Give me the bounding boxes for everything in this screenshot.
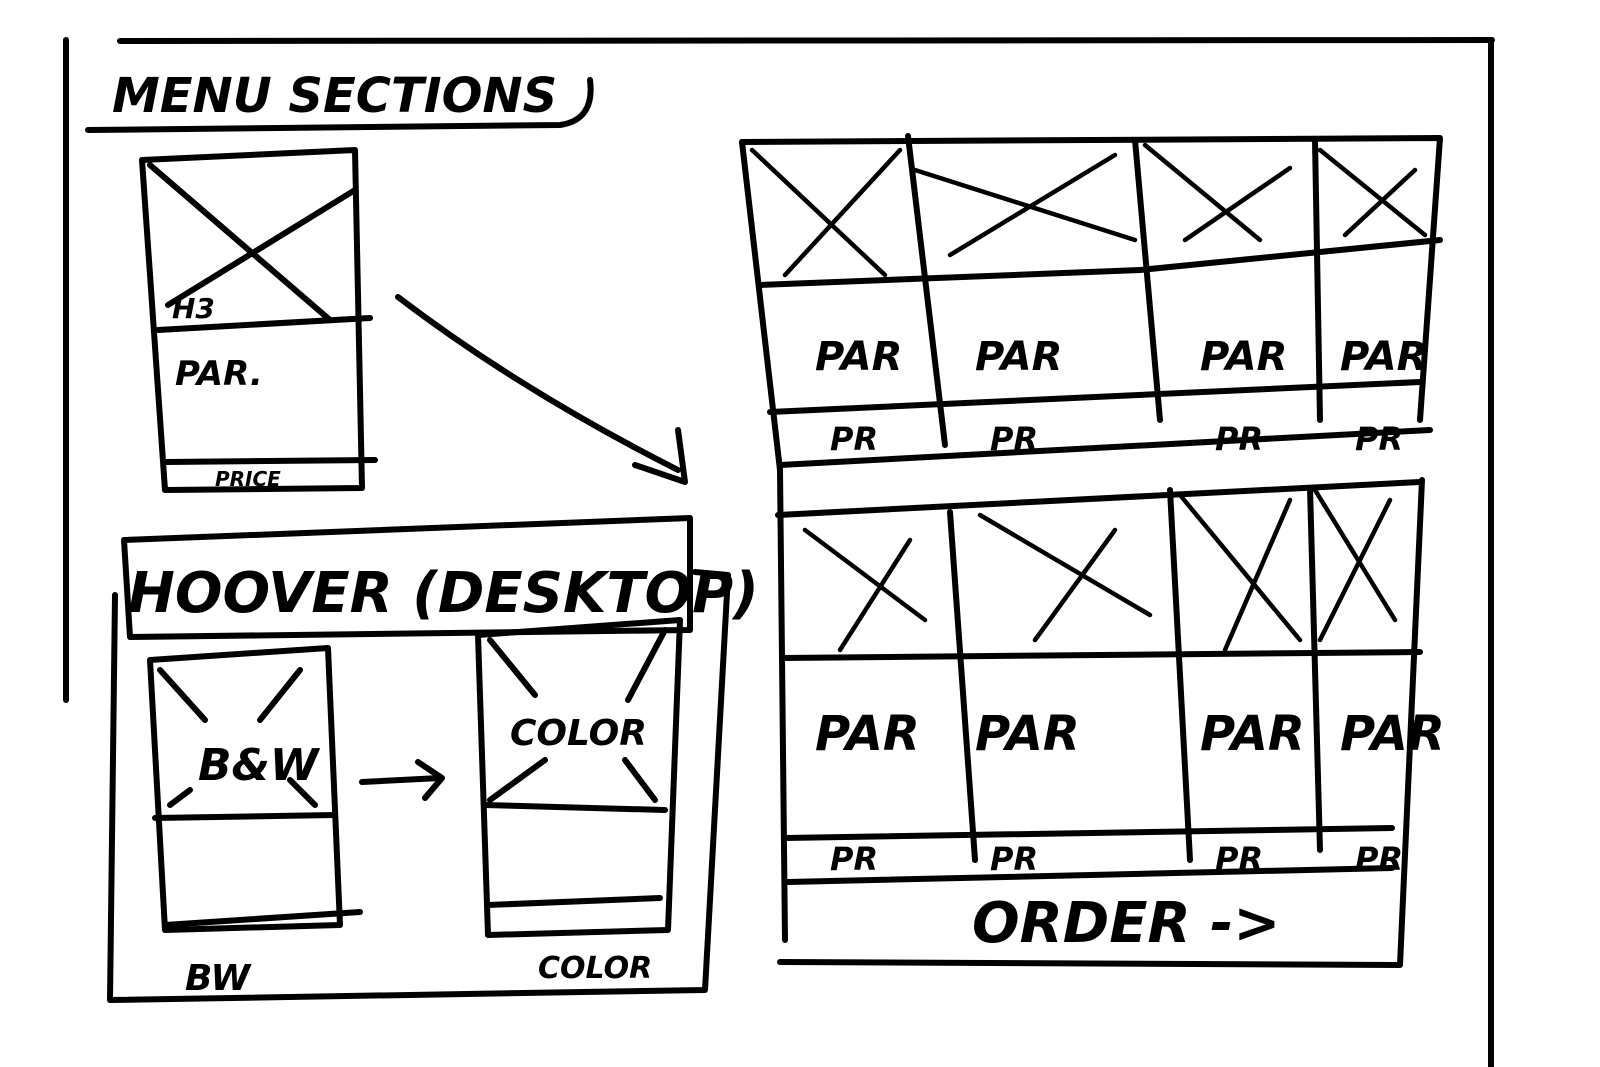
grid-item-paragraph: PAR [815, 334, 902, 380]
image-placeholder-icon [802, 487, 1398, 653]
grid-item-paragraph: PAR [1200, 706, 1305, 762]
title-text: MENU SECTIONS [112, 68, 557, 124]
image-placeholder-icon [147, 162, 358, 323]
color-caption: COLOR [538, 951, 652, 986]
grid-item-price: PR [990, 840, 1038, 878]
arrow-right-down-icon [395, 294, 688, 485]
bw-card-label: B&W [198, 740, 321, 791]
menu-grid: PAR PR PAR PR PAR PR PAR PR PAR PR PAR PR PAR PR PAR PR… [739, 133, 1445, 968]
grid-item-paragraph: PAR [815, 706, 920, 762]
grid-item-price: PR [1355, 420, 1403, 458]
image-placeholder-icon [157, 667, 318, 808]
hover-section: HOOVER (DESKTOP) B&W BW COLOR COLOR [107, 515, 759, 1003]
grid-item-paragraph: PAR [975, 706, 1080, 762]
menu-card-heading: H3 [172, 292, 215, 325]
menu-card: H3 PAR. PRICE [139, 147, 378, 493]
image-placeholder-icon [749, 142, 1428, 278]
grid-item-paragraph: PAR [975, 334, 1062, 380]
color-card-label: COLOR [510, 713, 647, 754]
grid-item-paragraph: PAR [1200, 334, 1287, 380]
grid-item-price: PR [830, 840, 878, 878]
hover-title: HOOVER (DESKTOP) [128, 561, 759, 626]
menu-card-price: PRICE [215, 467, 281, 491]
grid-item-paragraph: PAR [1340, 706, 1445, 762]
order-button[interactable]: ORDER -> [972, 891, 1280, 956]
page-frame [63, 37, 1495, 1067]
grid-item-paragraph: PAR [1340, 334, 1427, 380]
grid-item-price: PR [990, 420, 1038, 458]
section-title: MENU SECTIONS [85, 68, 594, 133]
grid-item-price: PR [1355, 840, 1403, 878]
grid-item-price: PR [830, 420, 878, 458]
color-card: COLOR COLOR [475, 617, 683, 986]
bw-caption: BW [185, 958, 252, 999]
bw-card: B&W BW [147, 645, 363, 999]
arrow-right-icon [359, 759, 445, 801]
grid-item-price: PR [1215, 420, 1263, 458]
menu-card-paragraph: PAR. [175, 354, 263, 394]
grid-item-price: PR [1215, 840, 1263, 878]
image-placeholder-icon [487, 627, 668, 803]
